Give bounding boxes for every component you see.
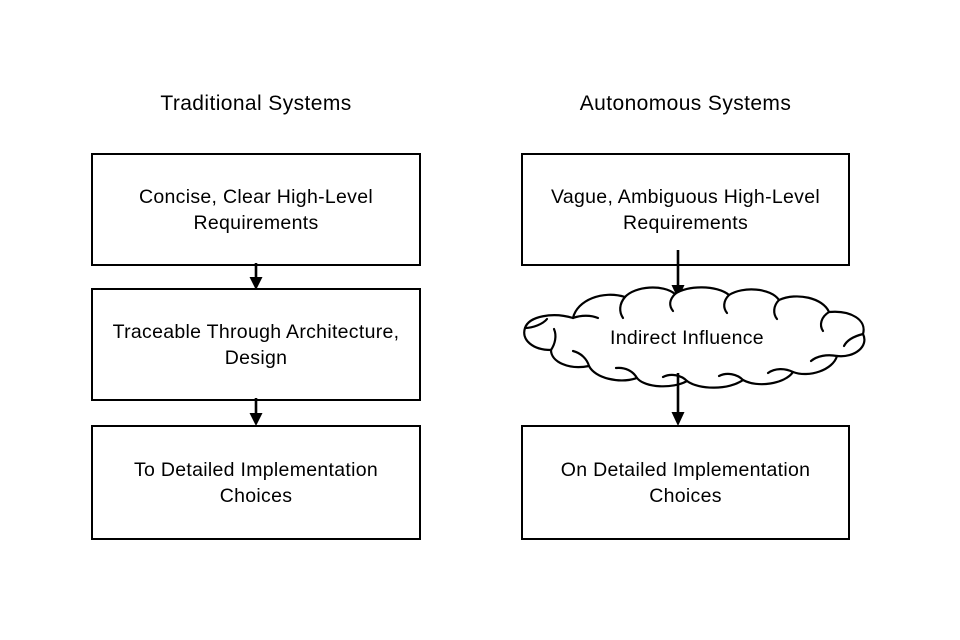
node-label: To Detailed Implementation Choices: [133, 458, 379, 507]
node-indirect-influence-cloud: Indirect Influence: [503, 286, 871, 389]
column-title-traditional: Traditional Systems: [160, 92, 352, 115]
cloud-shape-icon: [523, 286, 866, 389]
node-to-detailed-implementation-choices: To Detailed Implementation Choices: [91, 425, 421, 540]
node-label: Vague, Ambiguous High-Level Requirements: [551, 185, 820, 234]
node-vague-ambiguous-requirements: Vague, Ambiguous High-Level Requirements: [521, 153, 850, 266]
down-arrow-icon-autonomous-2: [671, 373, 685, 426]
node-on-detailed-implementation-choices: On Detailed Implementation Choices: [521, 425, 850, 540]
node-traceable-architecture-design: Traceable Through Architecture, Design: [91, 288, 421, 401]
node-concise-clear-requirements: Concise, Clear High-Level Requirements: [91, 153, 421, 266]
node-label: Traceable Through Architecture, Design: [112, 320, 400, 369]
down-arrow-icon-traditional-2: [249, 398, 263, 426]
node-label: On Detailed Implementation Choices: [560, 458, 811, 507]
cloud-label: Indirect Influence: [610, 326, 764, 349]
node-label: Concise, Clear High-Level Requirements: [138, 185, 374, 234]
column-title-autonomous: Autonomous Systems: [579, 92, 792, 115]
down-arrow-icon-traditional-1: [249, 263, 263, 290]
